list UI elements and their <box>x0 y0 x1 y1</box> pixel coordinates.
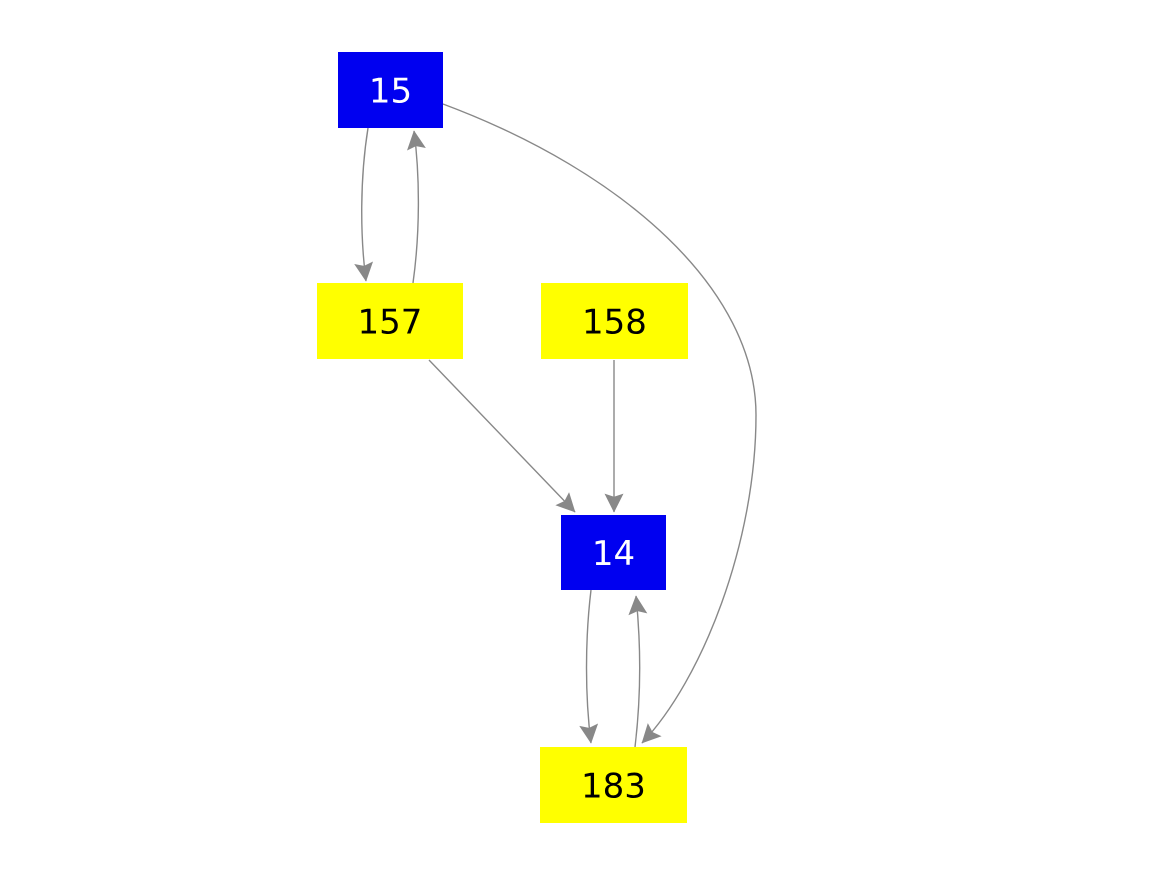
nodes-layer: 15 157 158 14 183 <box>317 52 688 823</box>
node-rect-183 <box>540 747 687 823</box>
edge-14-to-183 <box>579 589 599 744</box>
node-rect-15 <box>338 52 443 128</box>
edge-157-to-14 <box>428 359 576 513</box>
graph-node-158: 158 <box>541 283 688 359</box>
edge-157-to-15 <box>407 130 426 284</box>
node-rect-157 <box>317 283 463 359</box>
node-label-15: 15 <box>369 71 412 111</box>
graph-node-14: 14 <box>561 515 666 590</box>
graph-node-157: 157 <box>317 283 463 359</box>
edge-183-to-14 <box>628 595 648 748</box>
node-rect-158 <box>541 283 688 359</box>
edges-layer <box>354 103 757 748</box>
node-label-158: 158 <box>582 302 647 342</box>
node-label-157: 157 <box>358 302 423 342</box>
node-rect-14 <box>561 515 666 590</box>
node-label-14: 14 <box>592 534 635 574</box>
node-label-183: 183 <box>581 766 646 806</box>
graph-node-183: 183 <box>540 747 687 823</box>
graph-node-15: 15 <box>338 52 443 128</box>
edge-15-to-183 <box>442 103 757 744</box>
edge-15-to-157 <box>354 127 374 282</box>
